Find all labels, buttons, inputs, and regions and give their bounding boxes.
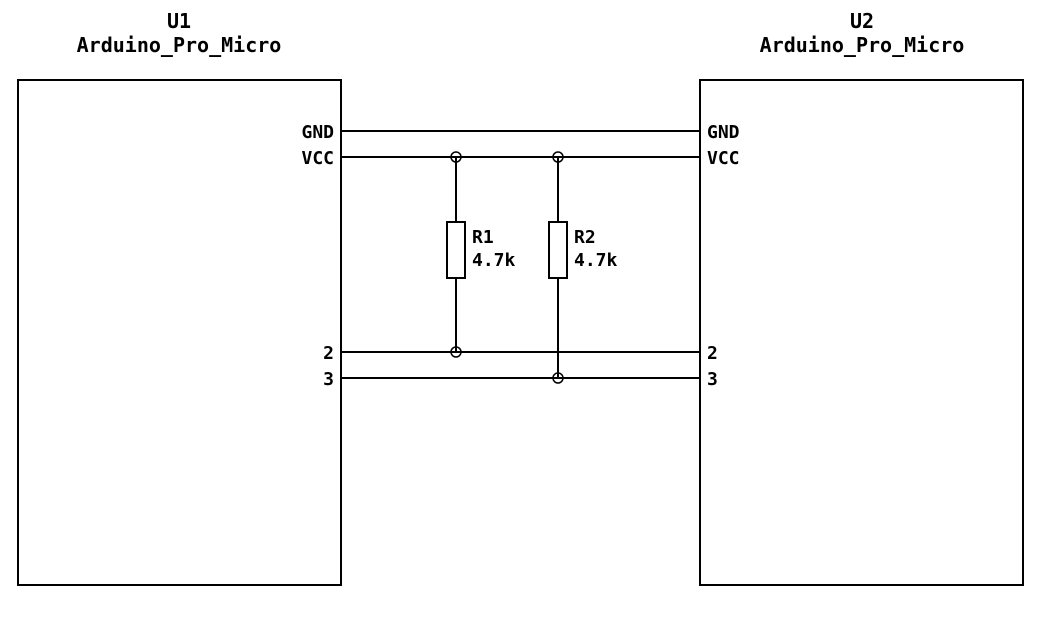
- component-u2-pin-vcc-label: VCC: [707, 148, 740, 169]
- resistor-r2-body: [548, 221, 568, 279]
- junction-pin2-r1: [450, 346, 462, 358]
- resistor-r1-reference: R1: [472, 227, 494, 248]
- component-u2-pin-3-label: 3: [707, 369, 718, 390]
- component-u2-value: Arduino_Pro_Micro: [760, 33, 965, 57]
- component-u1: U1 Arduino_Pro_Micro GND VCC 2 3: [17, 9, 342, 586]
- component-u1-body: [17, 79, 342, 586]
- resistor-r1-value: 4.7k: [472, 250, 516, 271]
- junction-vcc-r2: [552, 151, 564, 163]
- component-u1-pin-gnd-label: GND: [301, 122, 334, 143]
- resistor-r1-body: [446, 221, 466, 279]
- component-u1-pin-vcc-label: VCC: [301, 148, 334, 169]
- resistor-r2: R2 4.7k: [548, 157, 618, 378]
- wires: [341, 130, 700, 379]
- junction-pin3-r2: [552, 372, 564, 384]
- component-u2: U2 Arduino_Pro_Micro GND VCC 2 3: [699, 9, 1024, 586]
- junctions: [450, 151, 564, 384]
- junction-vcc-r1: [450, 151, 462, 163]
- resistor-r2-reference: R2: [574, 227, 596, 248]
- resistor-r1: R1 4.7k: [446, 157, 516, 352]
- component-u2-body: [699, 79, 1024, 586]
- component-u1-pin-2-label: 2: [323, 343, 334, 364]
- component-u1-pin-3-label: 3: [323, 369, 334, 390]
- component-u1-reference: U1: [167, 9, 191, 33]
- resistor-r2-value: 4.7k: [574, 250, 618, 271]
- component-u2-pin-gnd-label: GND: [707, 122, 740, 143]
- component-u2-pin-2-label: 2: [707, 343, 718, 364]
- component-u2-reference: U2: [850, 9, 874, 33]
- component-u1-value: Arduino_Pro_Micro: [77, 33, 282, 57]
